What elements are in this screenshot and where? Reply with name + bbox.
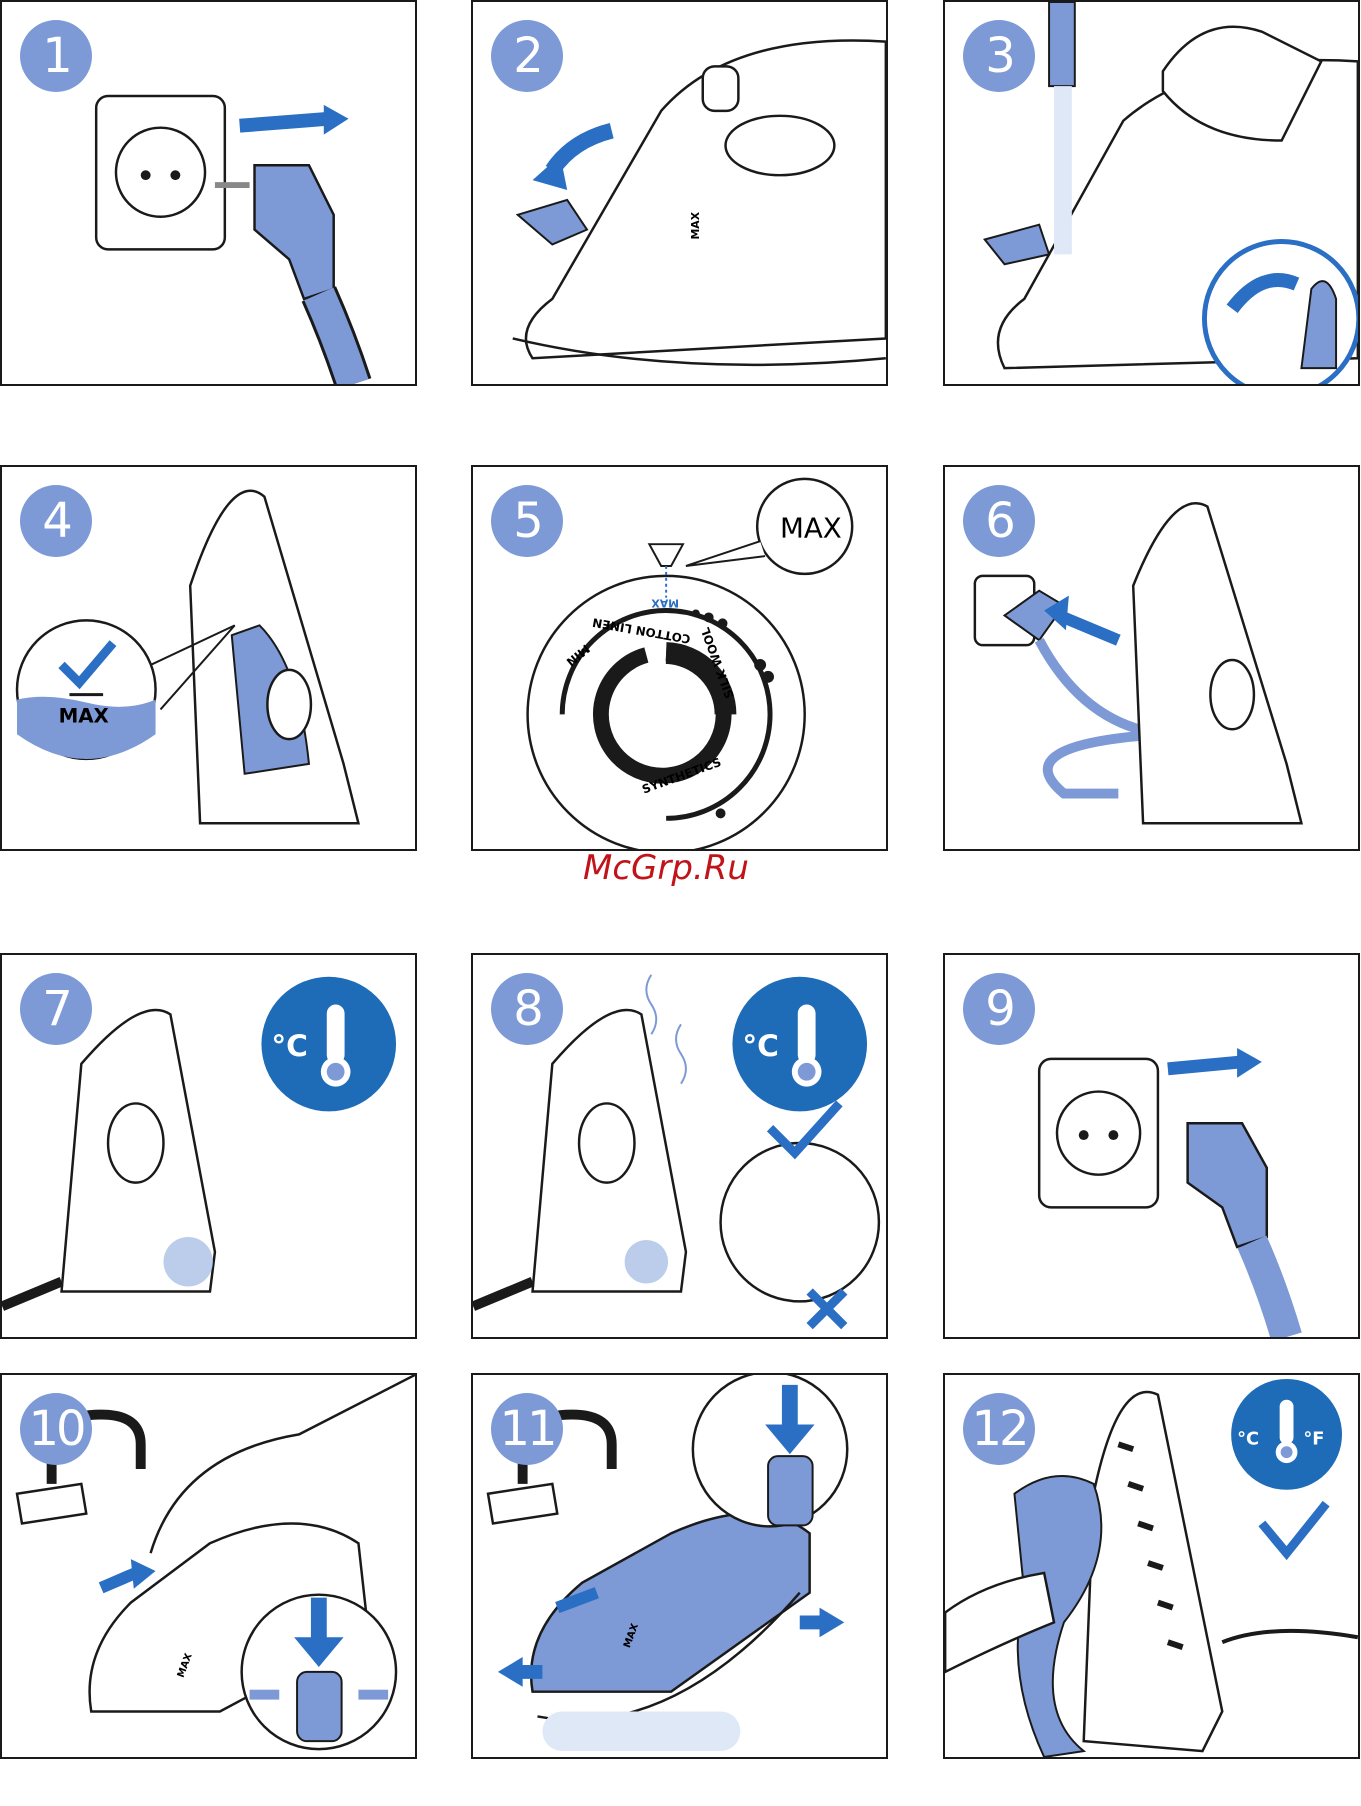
celsius-label: °C [1237, 1428, 1259, 1449]
step-number-badge: 1 [20, 20, 92, 92]
step-number-badge: 11 [491, 1393, 563, 1465]
iron-max-label: MAX [689, 211, 702, 239]
step-number-badge: 10 [20, 1393, 92, 1465]
step-number-badge: 3 [963, 20, 1035, 92]
step-number-badge: 6 [963, 485, 1035, 557]
watermark: McGrp.Ru [583, 848, 749, 888]
step-panel-8: °C 8 [471, 953, 888, 1339]
step-panel-2: MAX 2 [471, 0, 888, 386]
step-number-badge: 8 [491, 973, 563, 1045]
fahrenheit-label: °F [1303, 1428, 1324, 1449]
step-number-badge: 2 [491, 20, 563, 92]
max-level-label: MAX [59, 704, 109, 727]
step-number-badge: 12 [963, 1393, 1035, 1465]
step-panel-11: MAX 11 [471, 1373, 888, 1759]
step-number-badge: 5 [491, 485, 563, 557]
step-panel-1: 1 [0, 0, 417, 386]
step-number-badge: 7 [20, 973, 92, 1045]
step-panel-5: MAX MAX COTTON LINEN SILK WOOL SYNTHETIC… [471, 465, 888, 851]
max-bubble-label: MAX [780, 511, 842, 544]
celsius-label: °C [742, 1028, 779, 1063]
step-panel-4: MAX 4 [0, 465, 417, 851]
step-panel-12: °C °F 12 [943, 1373, 1360, 1759]
dial-max-label: MAX [651, 597, 679, 610]
step-panel-9: 9 [943, 953, 1360, 1339]
step-panel-6: 6 [943, 465, 1360, 851]
step-number-badge: 4 [20, 485, 92, 557]
celsius-label: °C [271, 1028, 308, 1063]
step-panel-3: 3 [943, 0, 1360, 386]
step-panel-7: °C 7 [0, 953, 417, 1339]
step-number-badge: 9 [963, 973, 1035, 1045]
step-panel-10: MAX 10 [0, 1373, 417, 1759]
